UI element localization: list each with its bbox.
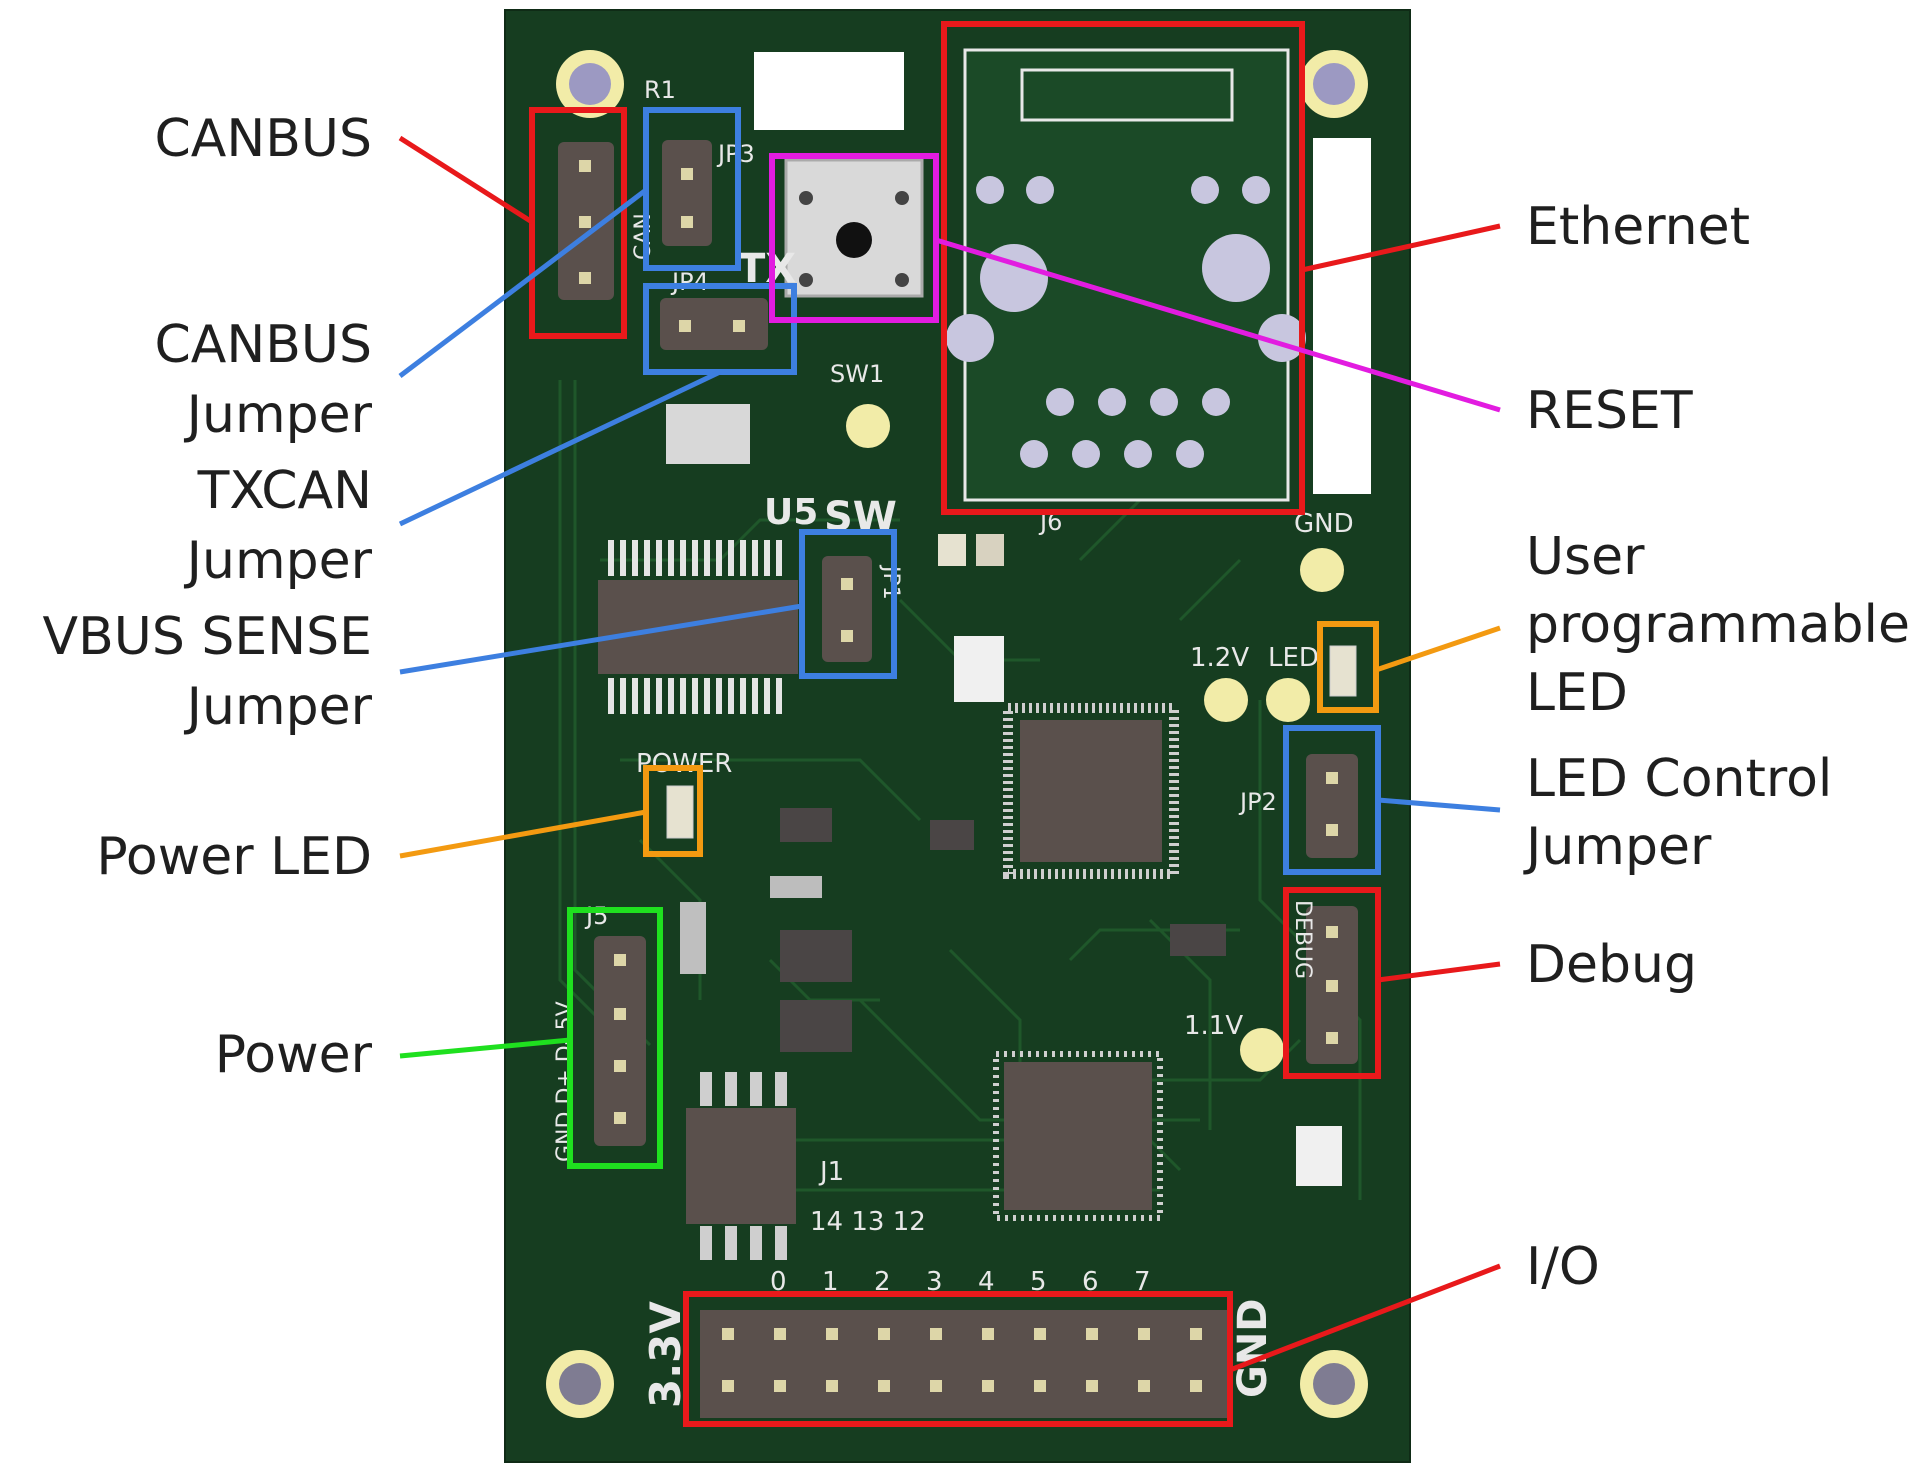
- label-led-control-line2: Jumper: [1523, 817, 1712, 877]
- label-power-led: Power LED: [96, 827, 372, 887]
- silk-power: POWER: [636, 749, 732, 779]
- silk-r1: R1: [644, 76, 676, 104]
- io-pins: [722, 1328, 1202, 1392]
- mounting-hole-icon: [546, 50, 1368, 1418]
- io-number-label: 4: [978, 1267, 995, 1297]
- io-pin: [930, 1380, 942, 1392]
- callout-labels: CANBUS CANBUS Jumper TXCAN Jumper VBUS S…: [43, 109, 1910, 1297]
- label-vbus-jumper-line2: Jumper: [184, 677, 373, 737]
- io-pin: [1190, 1380, 1202, 1392]
- user-led-box: [1317, 621, 1379, 713]
- label-io: I/O: [1526, 1237, 1600, 1297]
- power-box: [567, 907, 663, 1169]
- io-number-label: 1: [822, 1267, 839, 1297]
- silk-jp2: JP2: [1238, 788, 1277, 816]
- label-reset: RESET: [1526, 381, 1693, 441]
- silk-gnd-bottom: GND: [1230, 1298, 1276, 1398]
- highlight-boxes: [529, 21, 1381, 1427]
- label-txcan-jumper-line2: Jumper: [184, 531, 373, 591]
- label-user-led-line2: programmable: [1526, 595, 1910, 655]
- io-number-label: 5: [1030, 1267, 1047, 1297]
- canbus-box: [529, 107, 627, 339]
- leader-lines: [398, 135, 1501, 1373]
- silk-j5-pins: GND D+ D- 5V: [553, 1001, 578, 1162]
- label-led-control-line1: LED Control: [1526, 749, 1832, 809]
- canbus-jumper-box: [643, 107, 741, 271]
- io-pin: [1138, 1328, 1150, 1340]
- silk-jp1: JP1: [878, 564, 903, 600]
- silk-j5: J5: [584, 902, 608, 930]
- silk-u5: U5: [764, 492, 818, 533]
- io-number-label: 2: [874, 1267, 891, 1297]
- silk-jp4: JP4: [670, 268, 709, 296]
- silk-1v1: 1.1V: [1184, 1011, 1243, 1041]
- io-box: [683, 1291, 1233, 1427]
- label-canbus-jumper-line2: Jumper: [184, 385, 373, 445]
- io-pin: [878, 1328, 890, 1340]
- io-number-labels: 0 1 2 3 4 5 6 7: [770, 1267, 1151, 1297]
- label-canbus: CANBUS: [154, 109, 372, 169]
- label-power: Power: [215, 1025, 373, 1085]
- silk-led: LED: [1268, 643, 1319, 673]
- debug-box: [1283, 887, 1381, 1079]
- io-pin: [930, 1328, 942, 1340]
- silk-3v3: 3.3V: [641, 1301, 690, 1408]
- io-pin: [1190, 1328, 1202, 1340]
- silk-j1: J1: [818, 1157, 844, 1187]
- io-number-label: 0: [770, 1267, 787, 1297]
- io-pin: [878, 1380, 890, 1392]
- io-pin: [1034, 1380, 1046, 1392]
- io-pin: [774, 1328, 786, 1340]
- pcb-board: R1 JP3 JP4 TX CAN SW1 U5 SW J6 GND 1.2V …: [504, 9, 1411, 1463]
- reset-box: [769, 153, 939, 323]
- io-number-label: 6: [1082, 1267, 1099, 1297]
- label-canbus-jumper-line1: CANBUS: [154, 315, 372, 375]
- io-pin: [1034, 1328, 1046, 1340]
- io-pin: [722, 1328, 734, 1340]
- label-user-led-line1: User: [1526, 527, 1645, 587]
- silk-sw1: SW1: [830, 360, 884, 388]
- io-pin: [982, 1380, 994, 1392]
- vbus-jumper-box: [799, 529, 897, 679]
- io-pin: [774, 1380, 786, 1392]
- silk-1v2: 1.2V: [1190, 643, 1249, 673]
- label-txcan-jumper-line1: TXCAN: [197, 461, 372, 521]
- io-number-label: 3: [926, 1267, 943, 1297]
- silk-debug: DEBUG: [1290, 900, 1315, 979]
- io-pin: [826, 1380, 838, 1392]
- io-pin: [722, 1380, 734, 1392]
- io-number-label: 7: [1134, 1267, 1151, 1297]
- io-pin: [982, 1328, 994, 1340]
- io-pin: [1086, 1380, 1098, 1392]
- io-pin: [1086, 1328, 1098, 1340]
- label-debug: Debug: [1526, 935, 1697, 995]
- label-user-led-line3: LED: [1526, 663, 1628, 723]
- power-led-box: [643, 765, 703, 857]
- io-pin: [1138, 1380, 1150, 1392]
- label-vbus-jumper-line1: VBUS SENSE: [43, 607, 372, 667]
- io-pin: [826, 1328, 838, 1340]
- label-ethernet: Ethernet: [1526, 197, 1750, 257]
- silk-j1-nums: 14 13 12: [810, 1207, 926, 1237]
